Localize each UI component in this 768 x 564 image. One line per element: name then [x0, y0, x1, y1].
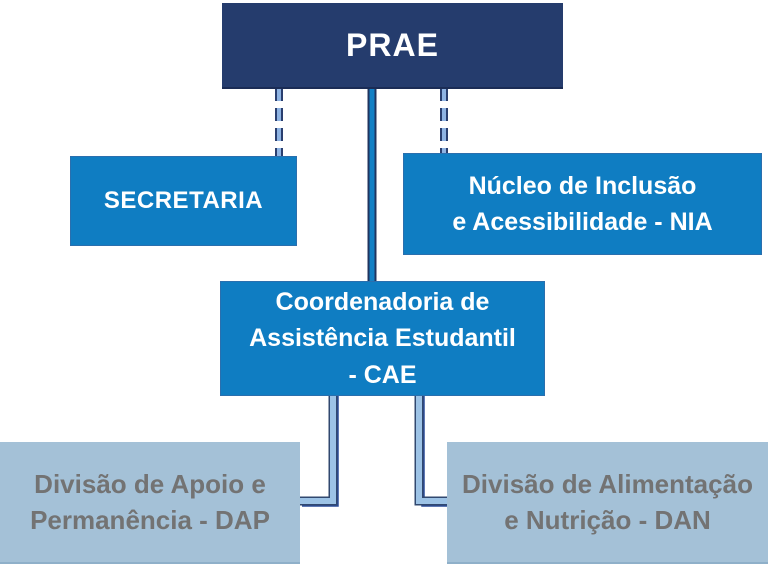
org-node-nia: Núcleo de Inclusão e Acessibilidade - NI… — [403, 153, 762, 255]
org-node-dan: Divisão de Alimentação e Nutrição - DAN — [447, 442, 768, 564]
org-node-prae: PRAE — [222, 3, 563, 89]
org-node-cae: Coordenadoria de Assistência Estudantil … — [220, 281, 545, 396]
connector-cae-dan — [414, 395, 449, 507]
org-node-dap: Divisão de Apoio e Permanência - DAP — [0, 442, 300, 564]
connector-cae-dap — [299, 395, 339, 507]
org-node-secretaria: SECRETARIA — [70, 156, 297, 246]
